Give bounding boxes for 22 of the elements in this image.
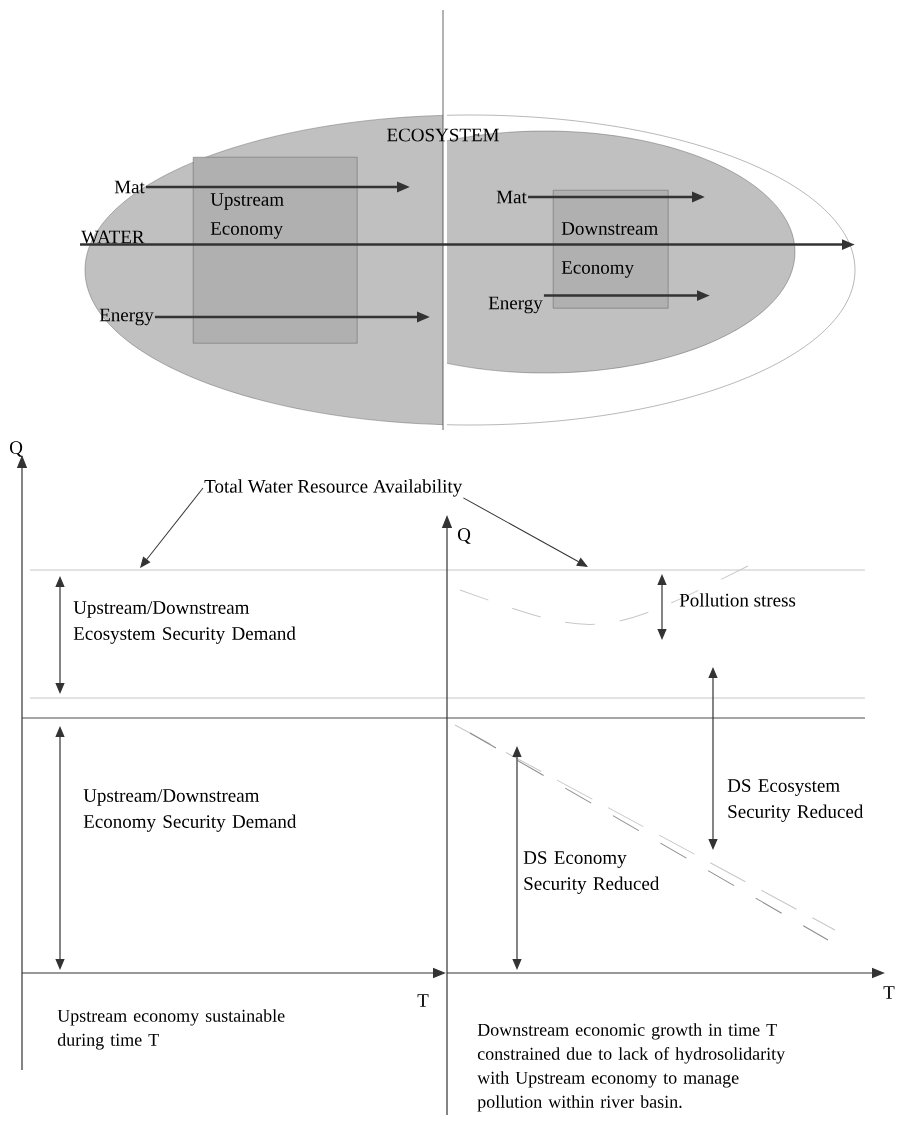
axis-label: Q — [458, 528, 471, 544]
leader-line — [462, 497, 588, 567]
flow-label: Mat — [496, 190, 527, 204]
axis-label: Q — [10, 441, 23, 457]
label-text: DS Economy Security Reduced — [523, 851, 660, 894]
note-text: Upstream economy sustainable during time T — [57, 1009, 285, 1050]
label-text: Upstream/Downstream Economy Security Demand — [83, 789, 297, 832]
axis-label: T — [883, 986, 895, 999]
label-text: DS Ecosystem Security Reduced — [727, 779, 864, 822]
leader-line — [140, 487, 204, 568]
label-text: ECOSYSTEM — [387, 128, 499, 142]
note-text: Downstream economic growth in time T constrained due to lack of hydrosolidarity with Upstream economy to manage pollution within river basin. — [477, 1023, 786, 1112]
label-text: Pollution stress — [679, 593, 796, 607]
callout-text: Total Water Resource Availability — [204, 479, 463, 497]
economy-box: Upstream Economy — [193, 157, 358, 344]
label-text: Upstream/Downstream Ecosystem Security Demand — [73, 601, 296, 644]
flow-label: WATER — [81, 230, 145, 244]
flow-label: Energy — [99, 308, 154, 326]
axis-label: T — [417, 994, 429, 1007]
flow-label: Energy — [488, 296, 543, 314]
economy-box: Downstream Economy — [553, 190, 669, 309]
flow-label: Mat — [114, 180, 145, 194]
